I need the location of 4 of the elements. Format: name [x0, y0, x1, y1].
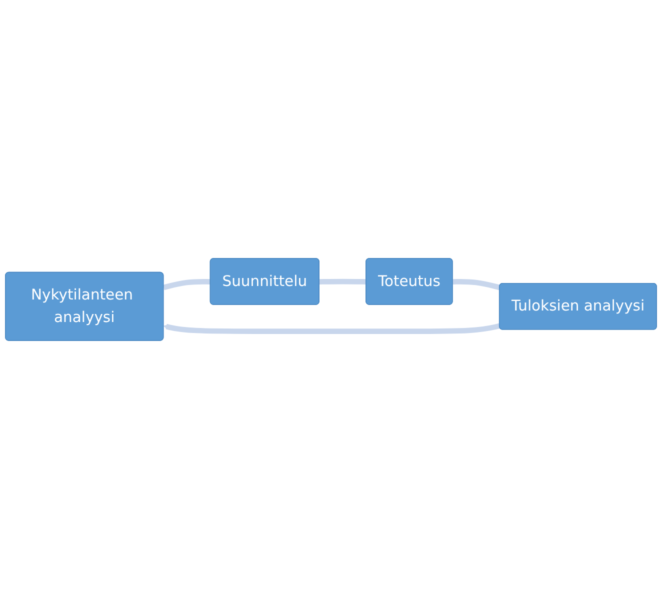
- connector: [163, 279, 211, 290]
- connector: [319, 278, 366, 285]
- arrow: [163, 323, 500, 334]
- connector: [452, 279, 500, 290]
